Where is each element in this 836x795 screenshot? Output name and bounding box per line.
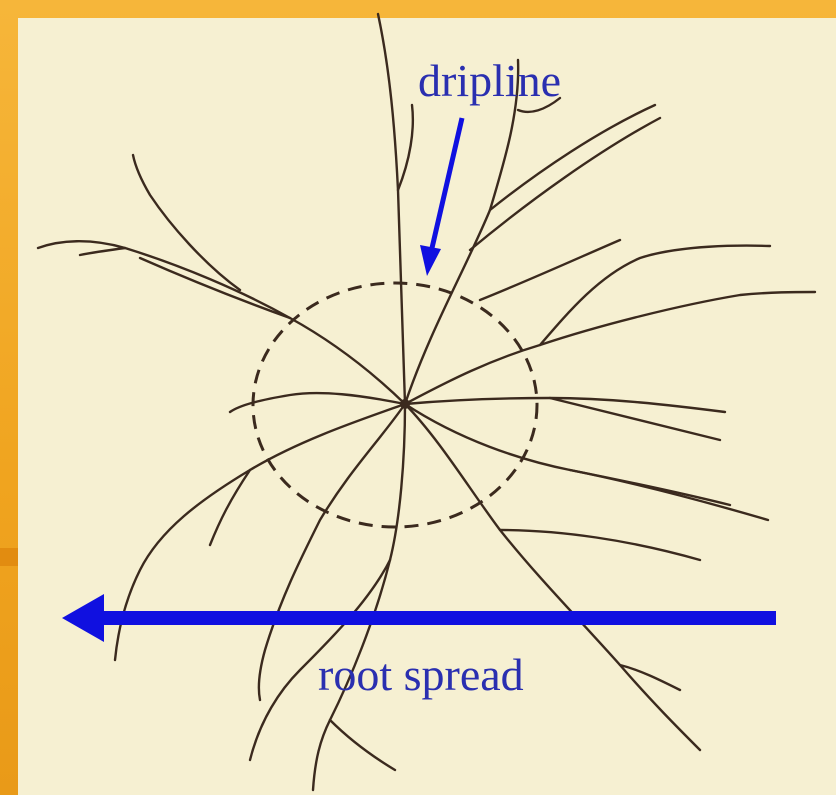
root-right-mid — [405, 398, 725, 412]
root-up-branch — [398, 105, 413, 190]
root-upper-left-2 — [140, 258, 290, 318]
root-up-main — [378, 14, 405, 404]
root-right-mid-2 — [550, 398, 720, 440]
root-right-upper — [405, 292, 815, 404]
dripline-label: dripline — [418, 58, 561, 104]
root-lower-right-2 — [500, 530, 700, 560]
root-left-twig — [80, 248, 125, 255]
root-left-mid — [230, 393, 405, 412]
root-down-branch-2 — [330, 720, 395, 770]
root-lower-right-twig — [620, 665, 680, 690]
root-right-lower — [405, 404, 768, 520]
dripline-circle — [253, 283, 537, 527]
root-up-far-right — [490, 105, 655, 210]
root-up-right — [405, 60, 518, 404]
root-right-lower-2 — [570, 470, 730, 505]
root-spread-label: root spread — [318, 652, 524, 698]
tree-trunk-center — [400, 399, 410, 409]
root-upper-left — [38, 241, 405, 404]
root-right-branch — [480, 240, 620, 300]
arrow-icon — [62, 594, 776, 642]
dripline-pointer-arrow — [420, 118, 462, 276]
